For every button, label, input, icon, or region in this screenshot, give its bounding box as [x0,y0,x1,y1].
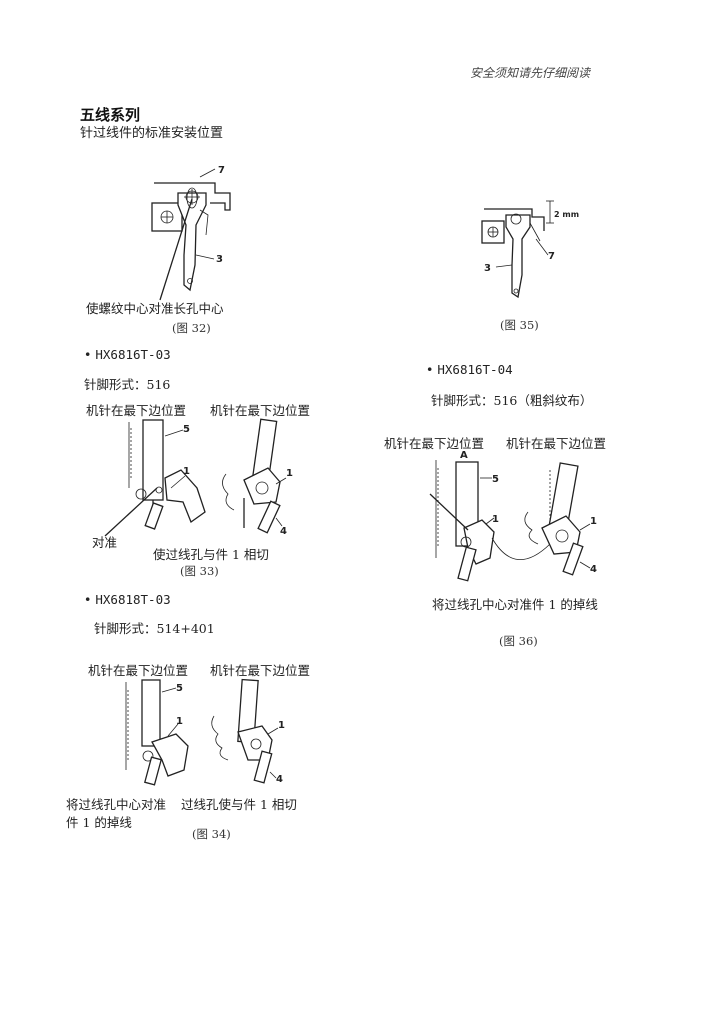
fig36-align-pointer [429,493,469,531]
fig33-right-label-4: 4 [280,526,287,537]
fig33-right-looper [243,467,281,505]
fig33-caption: (图 33) [180,564,219,578]
fig35-label-2mm: 2 mm [554,210,579,219]
fig33-right-label-1: 1 [286,468,293,479]
fig33-left-label-5: 5 [183,424,190,435]
block33-left-label: 机针在最下边位置 [86,403,187,418]
block36-model: HX6816T-04 [426,362,512,377]
fig32-bracket [154,182,231,211]
fig34-left-looper [151,733,189,777]
fig32-diagram: 7 3 [151,165,231,301]
fig36-right-hand [524,511,539,545]
fig33-left-label-1: 1 [183,466,190,477]
block34-foot: 针脚形式：514+401 [94,621,215,636]
fig33-left-needle-bar [142,419,164,501]
block33-model: HX6816T-03 [84,347,170,362]
header-note: 安全须知请先仔细阅读 [470,66,591,80]
fig35-looper-thread-guide [505,214,531,299]
fig34-left-label-5: 5 [176,683,183,694]
block34-align-label-1: 将过线孔中心对准 [66,797,167,812]
fig35-bracket [484,208,545,231]
block36-align-label: 将过线孔中心对准件 1 的掉线 [432,597,598,612]
fig32-looper-thread-guide [177,192,207,292]
block33-align-label: 对准 [92,535,118,550]
fig34-right-hand [211,715,229,761]
fig36-label-1-left: 1 [492,514,499,525]
fig32-label-7: 7 [218,165,225,176]
fig33-right-hand [222,473,235,511]
fig34-left-diagram: 5 1 [125,679,189,786]
fig36-connector [491,537,551,560]
fig35-label-7: 7 [548,251,555,262]
fig36-diagram: A 5 1 1 4 [429,450,597,582]
block33-right-label: 机针在最下边位置 [210,403,311,418]
block36-foot: 针脚形式：516（粗斜纹布） [431,393,593,408]
fig36-right-looper [541,515,581,555]
fig36-label-4: 4 [590,564,597,575]
fig32-pointer-line [159,198,193,301]
fig35-diagram: 2 mm 7 3 [481,200,579,299]
fig34-right-label-4: 4 [276,774,283,785]
fig33-right-diagram: 1 4 [222,418,293,537]
section-subtitle: 针过线件的标准安装位置 [80,126,224,141]
fig33-left-diagram: 5 1 [104,419,206,537]
fig32-caption: (图 32) [172,321,211,335]
fig33-align-pointer [104,487,158,537]
fig34-right-label-1: 1 [278,720,285,731]
block36-left-label: 机针在最下边位置 [384,436,485,451]
fig34-right-diagram: 1 4 [211,678,285,785]
block34-align-label-2: 件 1 的掉线 [66,815,132,830]
fig34-caption: (图 34) [192,827,231,841]
fig34-left-needle-bar [141,679,161,747]
block33-foot: 针脚形式：516 [84,377,171,392]
fig34-left-label-1: 1 [176,716,183,727]
fig36-label-5: 5 [492,474,499,485]
fig36-label-A: A [460,450,468,461]
block34-right-label: 机针在最下边位置 [210,663,311,678]
fig35-label-3: 3 [484,263,491,274]
block34-model: HX6818T-03 [84,592,170,607]
fig36-label-1-right: 1 [590,516,597,527]
block36-right-label: 机针在最下边位置 [506,436,607,451]
fig36-caption: (图 36) [499,634,538,648]
block33-cut-label: 使过线孔与件 1 相切 [153,547,269,562]
block34-cut-label: 过线孔使与件 1 相切 [181,797,297,812]
fig32-label-3: 3 [216,254,223,265]
fig35-caption: (图 35) [500,318,539,332]
block34-left-label: 机针在最下边位置 [88,663,189,678]
fig32-callout: 使螺纹中心对准长孔中心 [86,301,224,316]
fig33-left-looper [164,469,206,524]
section-title: 五线系列 [80,106,141,124]
